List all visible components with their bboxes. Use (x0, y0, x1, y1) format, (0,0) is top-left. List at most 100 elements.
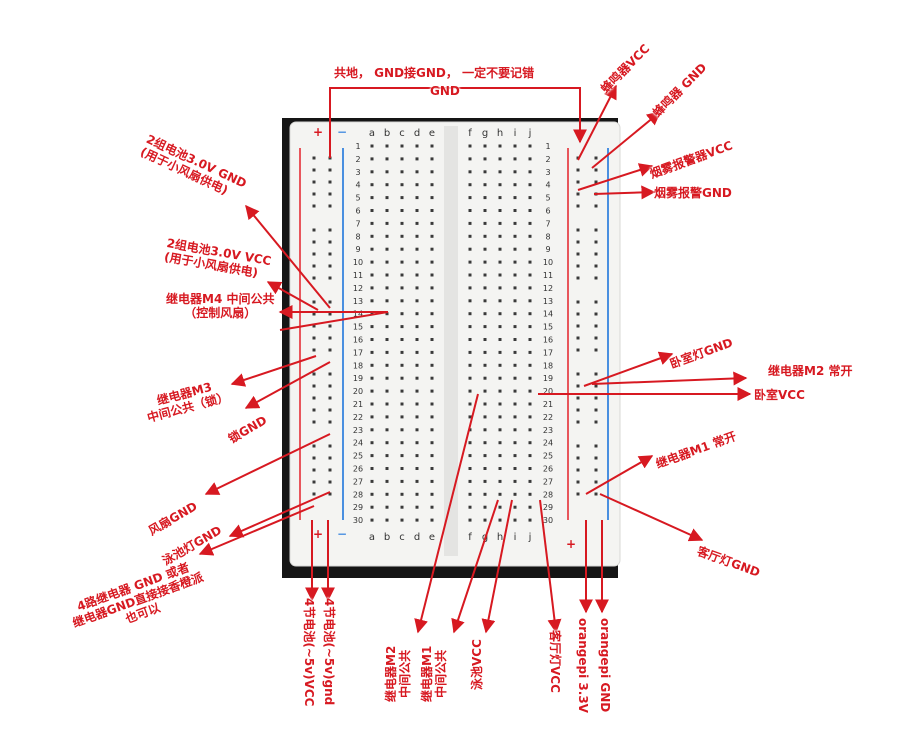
row-number-right: 12 (543, 284, 553, 293)
breadboard-hole (498, 170, 502, 174)
breadboard-hole (370, 247, 374, 251)
breadboard-hole (415, 338, 419, 341)
column-letter: a (369, 128, 375, 139)
breadboard-hole (415, 454, 419, 458)
breadboard-hole (312, 384, 316, 388)
breadboard-hole (498, 350, 502, 354)
breadboard-hole (468, 518, 472, 522)
breadboard-hole (594, 456, 598, 460)
breadboard-hole (370, 234, 374, 238)
breadboard-hole (400, 209, 404, 212)
breadboard-hole (483, 221, 487, 225)
column-letter: h (497, 128, 503, 139)
breadboard-hole (430, 389, 434, 393)
breadboard-hole (498, 376, 502, 380)
breadboard-hole (498, 518, 502, 522)
row-number-left: 15 (353, 323, 363, 332)
breadboard-hole (400, 454, 404, 458)
breadboard-hole (430, 415, 434, 419)
breadboard-hole (513, 312, 517, 316)
breadboard-hole (400, 183, 404, 187)
breadboard-hole (498, 144, 502, 148)
row-number-left: 7 (355, 219, 360, 228)
breadboard-hole (576, 180, 580, 184)
breadboard-hole (312, 180, 316, 184)
row-number-right: 5 (545, 194, 550, 203)
row-number-right: 10 (543, 258, 553, 267)
breadboard-hole (400, 196, 404, 200)
breadboard-hole (513, 144, 517, 148)
breadboard-hole (415, 441, 419, 445)
breadboard-hole (400, 260, 404, 264)
breadboard-hole (328, 324, 332, 328)
breadboard-hole (415, 402, 419, 406)
column-letter: d (414, 128, 420, 139)
arrow-pool-light-gnd (228, 491, 331, 538)
breadboard-hole (415, 299, 419, 303)
row-number-left: 12 (353, 284, 363, 293)
breadboard-hole (430, 479, 434, 483)
breadboard-hole (594, 264, 598, 268)
breadboard-hole (498, 505, 502, 509)
row-number-right: 29 (543, 503, 553, 512)
row-number-right: 27 (543, 477, 553, 486)
breadboard-hole (528, 389, 532, 393)
breadboard-hole (430, 428, 434, 432)
breadboard-hole (576, 492, 580, 496)
breadboard-hole (370, 376, 374, 380)
breadboard-hole (528, 518, 532, 522)
row-number-right: 15 (543, 323, 553, 332)
breadboard-hole (528, 260, 532, 264)
breadboard-hole (528, 170, 532, 174)
breadboard-hole (400, 157, 404, 161)
column-letter: i (514, 532, 517, 543)
breadboard-hole (513, 505, 517, 509)
breadboard-hole (312, 456, 316, 460)
column-letter: j (528, 532, 532, 543)
row-number-left: 30 (353, 516, 363, 525)
arrow-pool-vcc (481, 499, 513, 634)
breadboard-hole (576, 324, 580, 328)
row-number-left: 1 (355, 142, 360, 151)
breadboard-hole (528, 157, 532, 161)
row-number-right: 18 (543, 361, 553, 370)
breadboard-hole (528, 363, 532, 367)
column-letter: f (468, 128, 472, 139)
breadboard-hole (430, 260, 434, 264)
breadboard-hole (513, 492, 517, 496)
breadboard-hole (370, 428, 374, 432)
breadboard-hole (370, 518, 374, 522)
breadboard-hole (415, 428, 419, 432)
breadboard-hole (513, 183, 517, 187)
breadboard-hole (370, 183, 374, 187)
breadboard-hole (483, 479, 487, 483)
breadboard-hole (385, 209, 389, 212)
label-battery4-vcc: 4节电池(~5v)VCC (302, 598, 316, 707)
breadboard-hole (513, 350, 517, 354)
breadboard-hole (594, 324, 598, 328)
breadboard-hole (328, 276, 332, 280)
row-number-left: 9 (355, 245, 360, 254)
breadboard-hole (400, 467, 404, 470)
row-number-right: 4 (545, 181, 550, 190)
breadboard-hole (328, 168, 332, 172)
breadboard-hole (430, 363, 434, 367)
breadboard-hole (400, 428, 404, 432)
row-number-left: 19 (353, 374, 363, 383)
breadboard-hole (415, 260, 419, 264)
left-plus-sign-bottom: + (313, 527, 323, 541)
breadboard-hole (468, 170, 472, 174)
row-number-right: 28 (543, 490, 553, 499)
breadboard-hole (513, 402, 517, 406)
breadboard-hole (483, 299, 487, 303)
row-number-right: 14 (543, 310, 553, 319)
row-number-left: 2 (355, 155, 360, 164)
breadboard-hole (483, 196, 487, 200)
breadboard-hole (430, 234, 434, 238)
breadboard-hole (528, 415, 532, 419)
breadboard-hole (430, 402, 434, 406)
breadboard-hole (594, 180, 598, 184)
breadboard-hole (312, 240, 316, 244)
breadboard-hole (594, 276, 598, 280)
row-number-left: 23 (353, 426, 363, 435)
